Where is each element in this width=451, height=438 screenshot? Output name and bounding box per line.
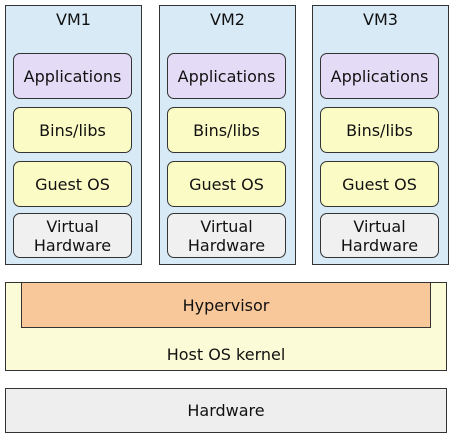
vm1-virtual-hardware-line1: Virtual [46,216,99,236]
vm3-title: VM3 [363,10,398,29]
vm1-container: VM1 Applications Bins/libs Guest OS Virt… [5,5,142,265]
vm2-container: VM2 Applications Bins/libs Guest OS Virt… [159,5,296,265]
vm1-guest-os-layer: Guest OS [13,161,132,207]
vm2-guest-os-layer: Guest OS [167,161,286,207]
hardware-layer: Hardware [5,388,447,433]
vm2-virtual-hardware-line1: Virtual [200,216,253,236]
vm3-container: VM3 Applications Bins/libs Guest OS Virt… [312,5,449,265]
host-os-kernel-label: Host OS kernel [166,345,286,364]
vm3-bins-libs-layer: Bins/libs [320,107,439,153]
vm2-applications-layer: Applications [167,53,286,99]
host-os-kernel-layer: Hypervisor Host OS kernel [5,282,447,371]
vm3-applications-layer: Applications [320,53,439,99]
vm2-title: VM2 [210,10,245,29]
vm2-virtual-hardware-line2: Hardware [187,235,266,255]
vm1-title: VM1 [56,10,91,29]
vm1-bins-libs-layer: Bins/libs [13,107,132,153]
vm3-guest-os-layer: Guest OS [320,161,439,207]
vm2-bins-libs-layer: Bins/libs [167,107,286,153]
vm2-virtual-hardware-layer: Virtual Hardware [167,213,286,258]
vm1-virtual-hardware-line2: Hardware [33,235,112,255]
vm3-virtual-hardware-line2: Hardware [340,235,419,255]
vm3-virtual-hardware-line1: Virtual [353,216,406,236]
vm3-virtual-hardware-layer: Virtual Hardware [320,213,439,258]
vm1-virtual-hardware-layer: Virtual Hardware [13,213,132,258]
hypervisor-layer: Hypervisor [21,282,431,328]
vm1-applications-layer: Applications [13,53,132,99]
